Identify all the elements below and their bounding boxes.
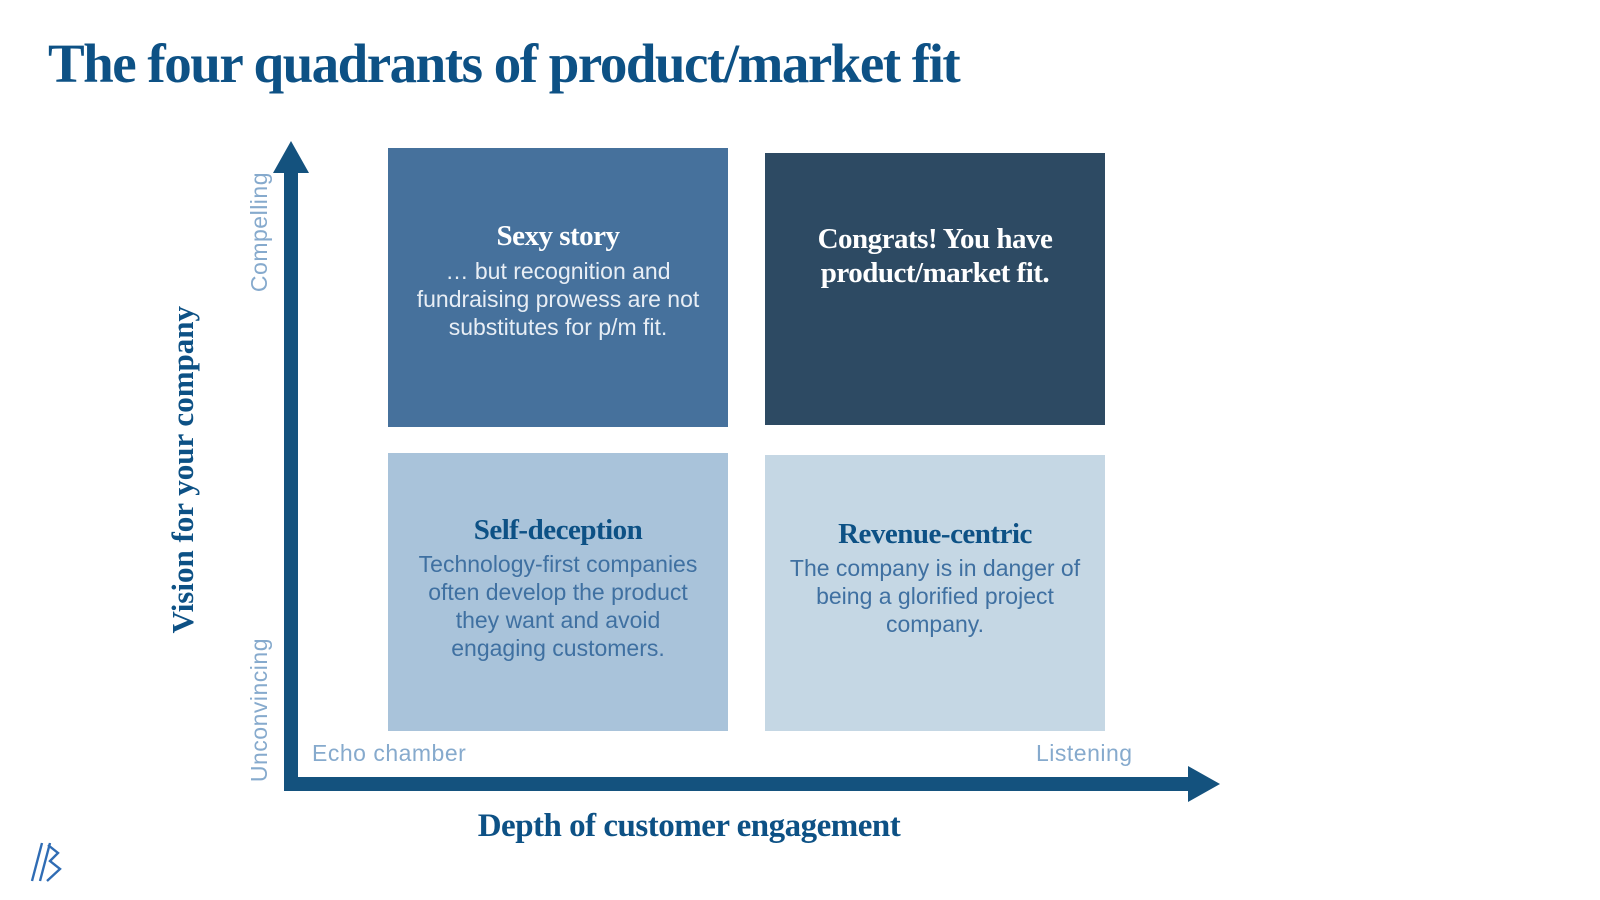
y-axis-min-label: Unconvincing: [246, 638, 272, 783]
x-axis-line: [284, 777, 1190, 791]
quadrant-bottom-right: Revenue-centric The company is in danger…: [765, 455, 1105, 731]
quadrant-body: Technology-first companies often develop…: [418, 551, 698, 662]
quadrant-heading: Sexy story: [496, 220, 620, 253]
y-axis-arrowhead-icon: [273, 141, 309, 173]
quadrant-heading: Revenue-centric: [838, 517, 1032, 550]
x-axis-title: Depth of customer engagement: [477, 808, 901, 844]
quadrant-body: … but recognition and fundraising prowes…: [416, 257, 700, 340]
quadrant-heading: Self-deception: [473, 513, 643, 546]
x-axis-arrowhead-icon: [1188, 766, 1220, 802]
y-axis-max-label: Compelling: [246, 172, 272, 293]
quadrant-top-right: Congrats! You have product/market fit.: [765, 153, 1105, 425]
quadrant-bottom-left: Self-deception Technology-first companie…: [388, 453, 728, 731]
y-axis-title: Vision for your company: [165, 306, 200, 634]
double-slash-b-logo-icon: [24, 836, 68, 891]
y-axis-line: [284, 160, 298, 791]
x-axis-max-label: Listening: [1036, 740, 1133, 766]
x-axis-min-label: Echo chamber: [312, 740, 467, 766]
page-title: The four quadrants of product/market fit: [48, 33, 961, 94]
quadrant-top-left: Sexy story … but recognition and fundrai…: [388, 148, 728, 427]
quadrant-body: The company is in danger of being a glor…: [789, 555, 1081, 638]
quadrant-heading: Congrats! You have product/market fit.: [817, 223, 1053, 289]
